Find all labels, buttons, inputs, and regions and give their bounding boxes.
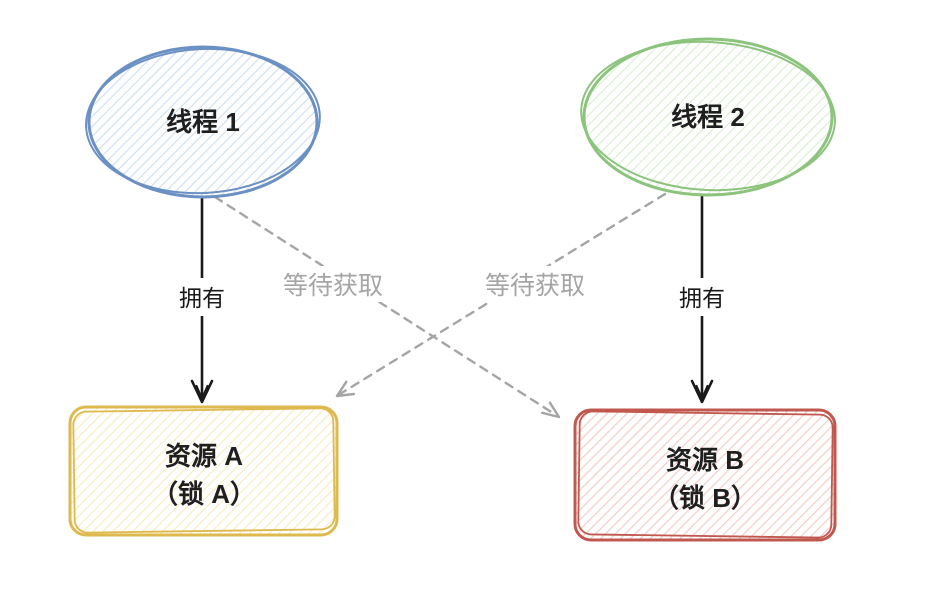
thread2-ellipse: [582, 37, 834, 197]
edge-label-owns-2: 拥有: [679, 285, 725, 311]
edge-waits-thread1-resourceB: 等待获取: [213, 195, 561, 419]
resourceA-rect: [68, 405, 339, 537]
label-background: [474, 266, 596, 302]
node-thread-2: 线程 2: [580, 37, 836, 197]
edge-label-waits-1: 等待获取: [283, 272, 383, 300]
edge-owns-thread1-resourceA: 拥有: [172, 195, 232, 404]
thread2-label: 线程 2: [671, 102, 745, 132]
edge-owns-thread2-resourceB: 拥有: [672, 193, 732, 404]
thread1-label: 线程 1: [166, 107, 240, 137]
edge-label-owns-1: 拥有: [179, 285, 225, 311]
thread1-ellipse-sketch-stroke: [85, 47, 321, 195]
thread1-ellipse: [87, 45, 319, 199]
label-background: [172, 278, 232, 316]
arrow-down-inner-icon: [695, 384, 709, 401]
label-background: [272, 266, 394, 302]
node-resource-a: 资源 A （锁 A）: [68, 405, 339, 537]
node-thread-1: 线程 1: [85, 45, 321, 199]
arrow-right-down-icon: [541, 401, 561, 419]
waits2-line: [338, 192, 667, 396]
arrow-down-icon: [190, 379, 214, 404]
arrow-down-inner-icon: [195, 384, 209, 401]
resourceA-label-line2: （锁 A）: [152, 479, 256, 509]
resourceA-rect-sketch-stroke: [72, 407, 336, 534]
edge-label-waits-2: 等待获取: [485, 272, 585, 300]
waits1-line: [213, 195, 558, 417]
node-resource-b: 资源 B （锁 B）: [573, 408, 837, 542]
label-background: [672, 278, 732, 316]
resourceB-label-line1: 资源 B: [666, 445, 744, 475]
arrow-down-icon: [690, 379, 714, 404]
edge-waits-thread2-resourceA: 等待获取: [335, 192, 667, 398]
arrow-left-down-icon: [335, 380, 356, 398]
thread2-ellipse-sketch-stroke: [580, 40, 836, 192]
resourceA-label-line1: 资源 A: [165, 441, 243, 471]
resourceB-rect: [573, 408, 837, 542]
resourceB-rect-sketch-stroke: [577, 410, 834, 539]
resourceB-label-line2: （锁 B）: [653, 483, 757, 513]
